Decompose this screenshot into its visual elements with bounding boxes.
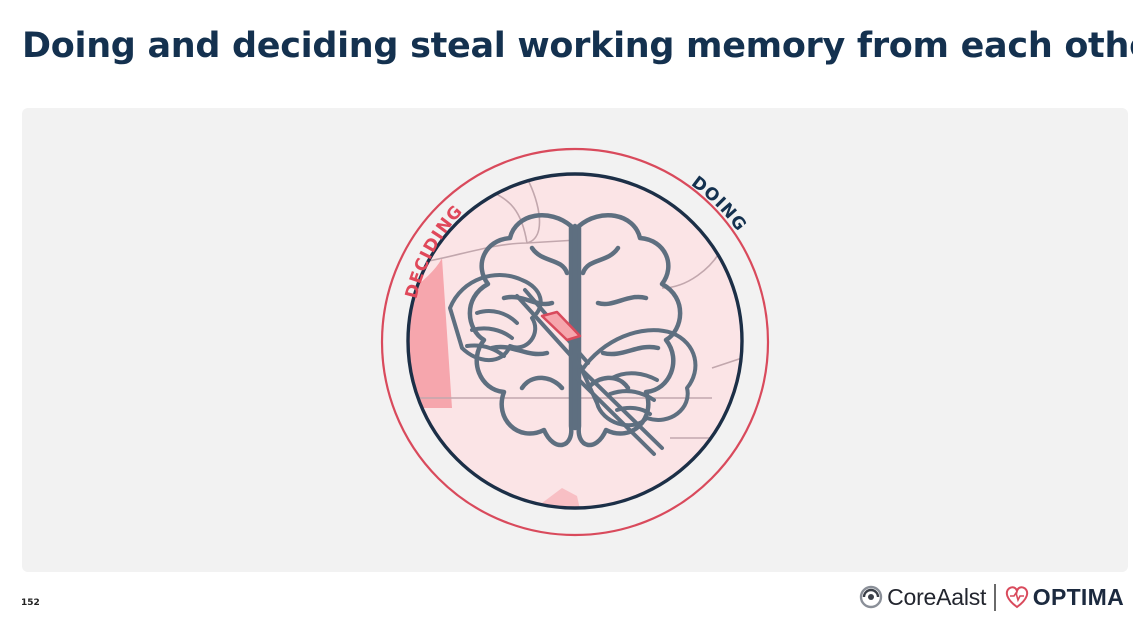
left-hand-pen-icon (448, 273, 590, 370)
optima-wordmark: OPTIMA (1032, 583, 1124, 610)
page-number: 152 (21, 598, 40, 608)
deciding-doing-illustration: DECIDING DOING (380, 147, 770, 537)
coreaalst-logo: CoreAalst (859, 584, 986, 611)
optima-heart-icon (1005, 586, 1028, 609)
inner-ring (406, 172, 744, 510)
coreaalst-swirl-icon (859, 585, 883, 609)
slide-title: Doing and deciding steal working memory … (22, 26, 1133, 66)
outer-ring (380, 147, 770, 537)
logo-divider (994, 583, 996, 611)
optima-logo: OPTIMA (1004, 584, 1124, 611)
footer-logos: CoreAalst OPTIMA (859, 580, 1124, 614)
coreaalst-wordmark: CoreAalst (887, 583, 987, 610)
illustration-panel: DECIDING DOING (22, 108, 1128, 572)
right-hand-pen-icon (575, 328, 698, 456)
